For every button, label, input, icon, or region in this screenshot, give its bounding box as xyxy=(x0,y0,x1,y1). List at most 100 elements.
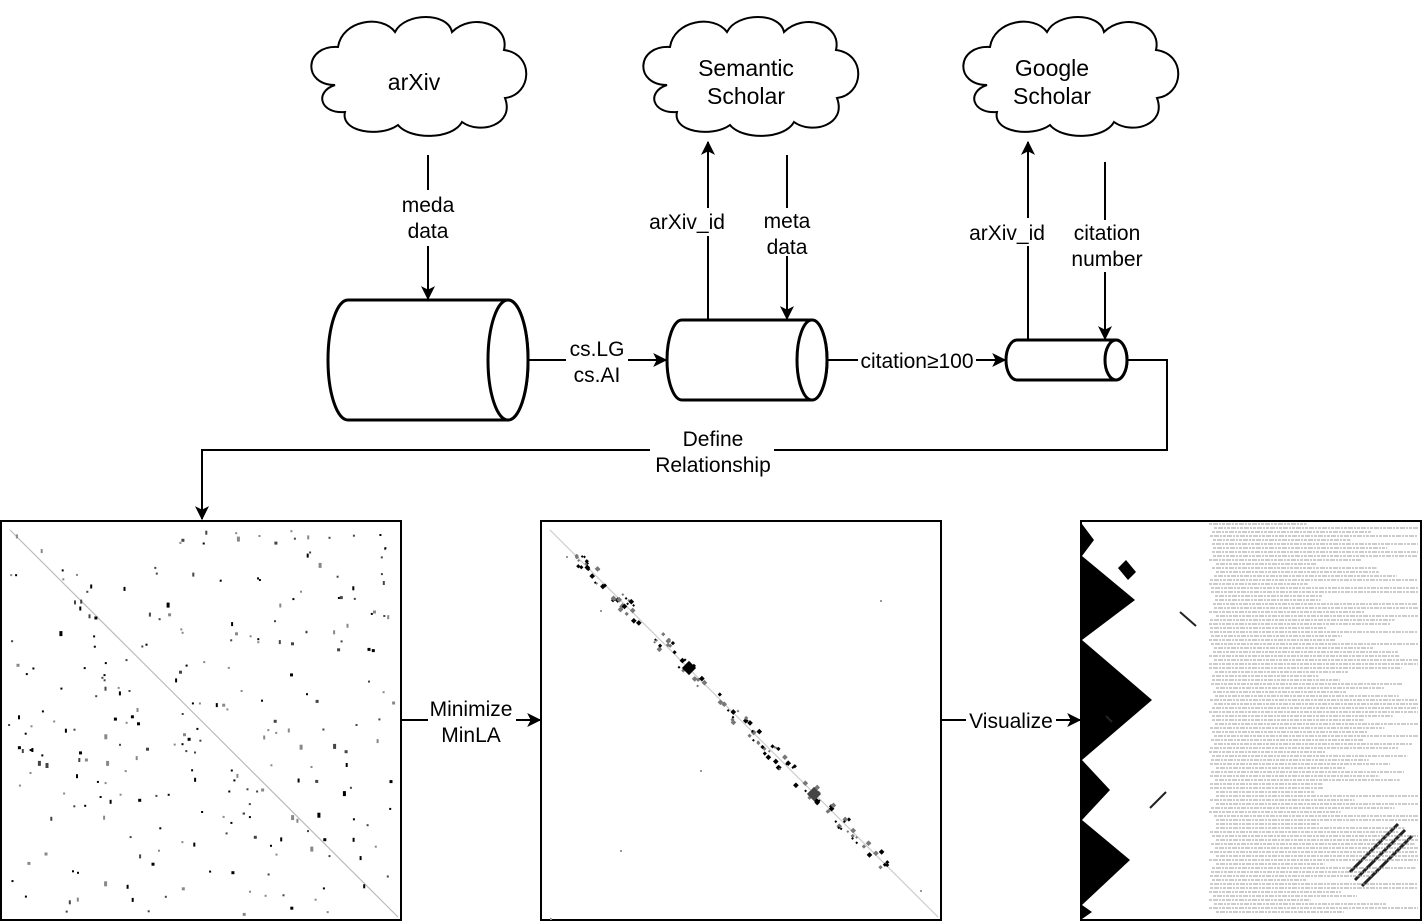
matrix-dot xyxy=(192,572,195,577)
matrix-dot xyxy=(83,667,86,670)
matrix-dot xyxy=(141,645,144,648)
matrix-dot xyxy=(119,793,122,796)
matrix-dot xyxy=(64,728,67,733)
matrix-dot xyxy=(59,631,63,637)
matrix-dot xyxy=(830,802,837,809)
matrix-dot xyxy=(242,912,246,916)
matrix-dot xyxy=(628,598,635,605)
matrix-dot xyxy=(191,769,194,772)
raw-adjacency-matrix xyxy=(0,520,402,921)
matrix-dot xyxy=(337,597,340,599)
matrix-dot xyxy=(187,737,191,741)
matrix-dot xyxy=(290,530,293,533)
matrix-dot xyxy=(382,581,385,585)
matrix-dot xyxy=(41,754,44,757)
matrix-dot xyxy=(253,835,257,839)
matrix-dot xyxy=(104,782,107,785)
matrix-dot xyxy=(86,590,89,593)
matrix-dot xyxy=(145,643,148,646)
matrix-dot xyxy=(236,536,240,542)
matrix-dot xyxy=(920,890,922,892)
matrix-dot xyxy=(322,728,325,731)
matrix-dot xyxy=(842,820,846,824)
matrix-dot xyxy=(167,793,170,796)
matrix-dot xyxy=(300,590,302,593)
matrix-dot xyxy=(93,645,96,648)
matrix-dot xyxy=(84,804,87,807)
matrix-dot xyxy=(181,887,185,891)
matrix-dot xyxy=(584,559,589,564)
edge-semantic-metadata: meta data xyxy=(764,155,811,321)
matrix-dot xyxy=(117,686,120,689)
matrix-dot xyxy=(231,871,235,875)
matrix-dot xyxy=(389,780,393,784)
matrix-dot xyxy=(855,841,859,845)
matrix-dot xyxy=(594,566,601,572)
matrix-dot xyxy=(168,613,172,617)
matrix-dot xyxy=(352,837,355,842)
matrix-dot xyxy=(352,818,355,821)
matrix-dot xyxy=(180,628,183,631)
matrix-dot xyxy=(595,581,599,585)
matrix-dot xyxy=(155,572,158,575)
matrix-dot xyxy=(850,827,857,834)
arxiv-cloud: arXiv xyxy=(310,16,528,137)
matrix-dot xyxy=(624,596,628,600)
citation-filter-label: citation≥100 xyxy=(860,350,973,373)
matrix-dot xyxy=(306,553,309,558)
matrix-dot xyxy=(751,738,755,742)
matrix-dot xyxy=(173,743,176,746)
matrix-dot xyxy=(310,766,313,768)
category-filter-line2: cs.AI xyxy=(574,364,621,387)
matrix-dot xyxy=(29,749,32,752)
edge-minimize-minla: Minimize MinLA xyxy=(401,698,542,747)
matrix-dot xyxy=(309,551,312,554)
matrix-dot xyxy=(53,720,56,723)
matrix-dot xyxy=(756,728,763,735)
matrix-dot xyxy=(61,569,64,572)
matrix-dot xyxy=(137,722,140,726)
matrix-dot xyxy=(17,746,21,750)
edge-arxiv-id-google: arXiv_id xyxy=(969,140,1045,340)
matrix-dot xyxy=(50,816,53,821)
matrix-dot xyxy=(129,836,132,839)
matrix-dot xyxy=(126,884,129,889)
matrix-dot xyxy=(76,573,78,576)
matrix-dot xyxy=(726,708,730,712)
matrix-dot xyxy=(240,690,243,692)
matrix-dot xyxy=(179,541,182,544)
matrix-dot xyxy=(337,648,341,652)
matrix-dot xyxy=(131,897,134,902)
citation-number-label-line1: citation xyxy=(1074,222,1141,245)
matrix-dot xyxy=(667,643,673,648)
matrix-dot xyxy=(744,715,749,721)
matrix-dot xyxy=(65,910,68,913)
edge-category-filter: cs.LG cs.AI xyxy=(528,338,668,387)
matrix-dot xyxy=(155,794,158,797)
matrix-dot xyxy=(73,805,76,808)
matrix-dot xyxy=(88,614,91,619)
matrix-dot xyxy=(93,635,96,638)
matrix-dot xyxy=(762,751,767,756)
matrix-dot xyxy=(63,792,66,795)
matrix-dot xyxy=(181,631,184,634)
matrix-dot xyxy=(339,596,343,600)
matrix-dot xyxy=(574,555,580,560)
matrix-dot xyxy=(630,617,637,624)
matrix-dot xyxy=(683,658,687,662)
matrix-dot xyxy=(307,535,310,540)
matrix-dot xyxy=(602,583,608,588)
matrix-dot xyxy=(40,549,43,554)
matrix-dot xyxy=(194,751,196,754)
matrix-dot xyxy=(103,679,106,682)
matrix-dot xyxy=(620,850,622,852)
matrix-dot xyxy=(158,618,161,621)
matrix-dot xyxy=(317,812,321,818)
matrix-dot xyxy=(378,718,381,721)
matrix-dot xyxy=(384,547,387,550)
matrix-dot xyxy=(181,743,184,746)
matrix-dot xyxy=(185,750,188,753)
matrix-dot xyxy=(885,860,890,865)
matrix-dot xyxy=(851,837,854,840)
